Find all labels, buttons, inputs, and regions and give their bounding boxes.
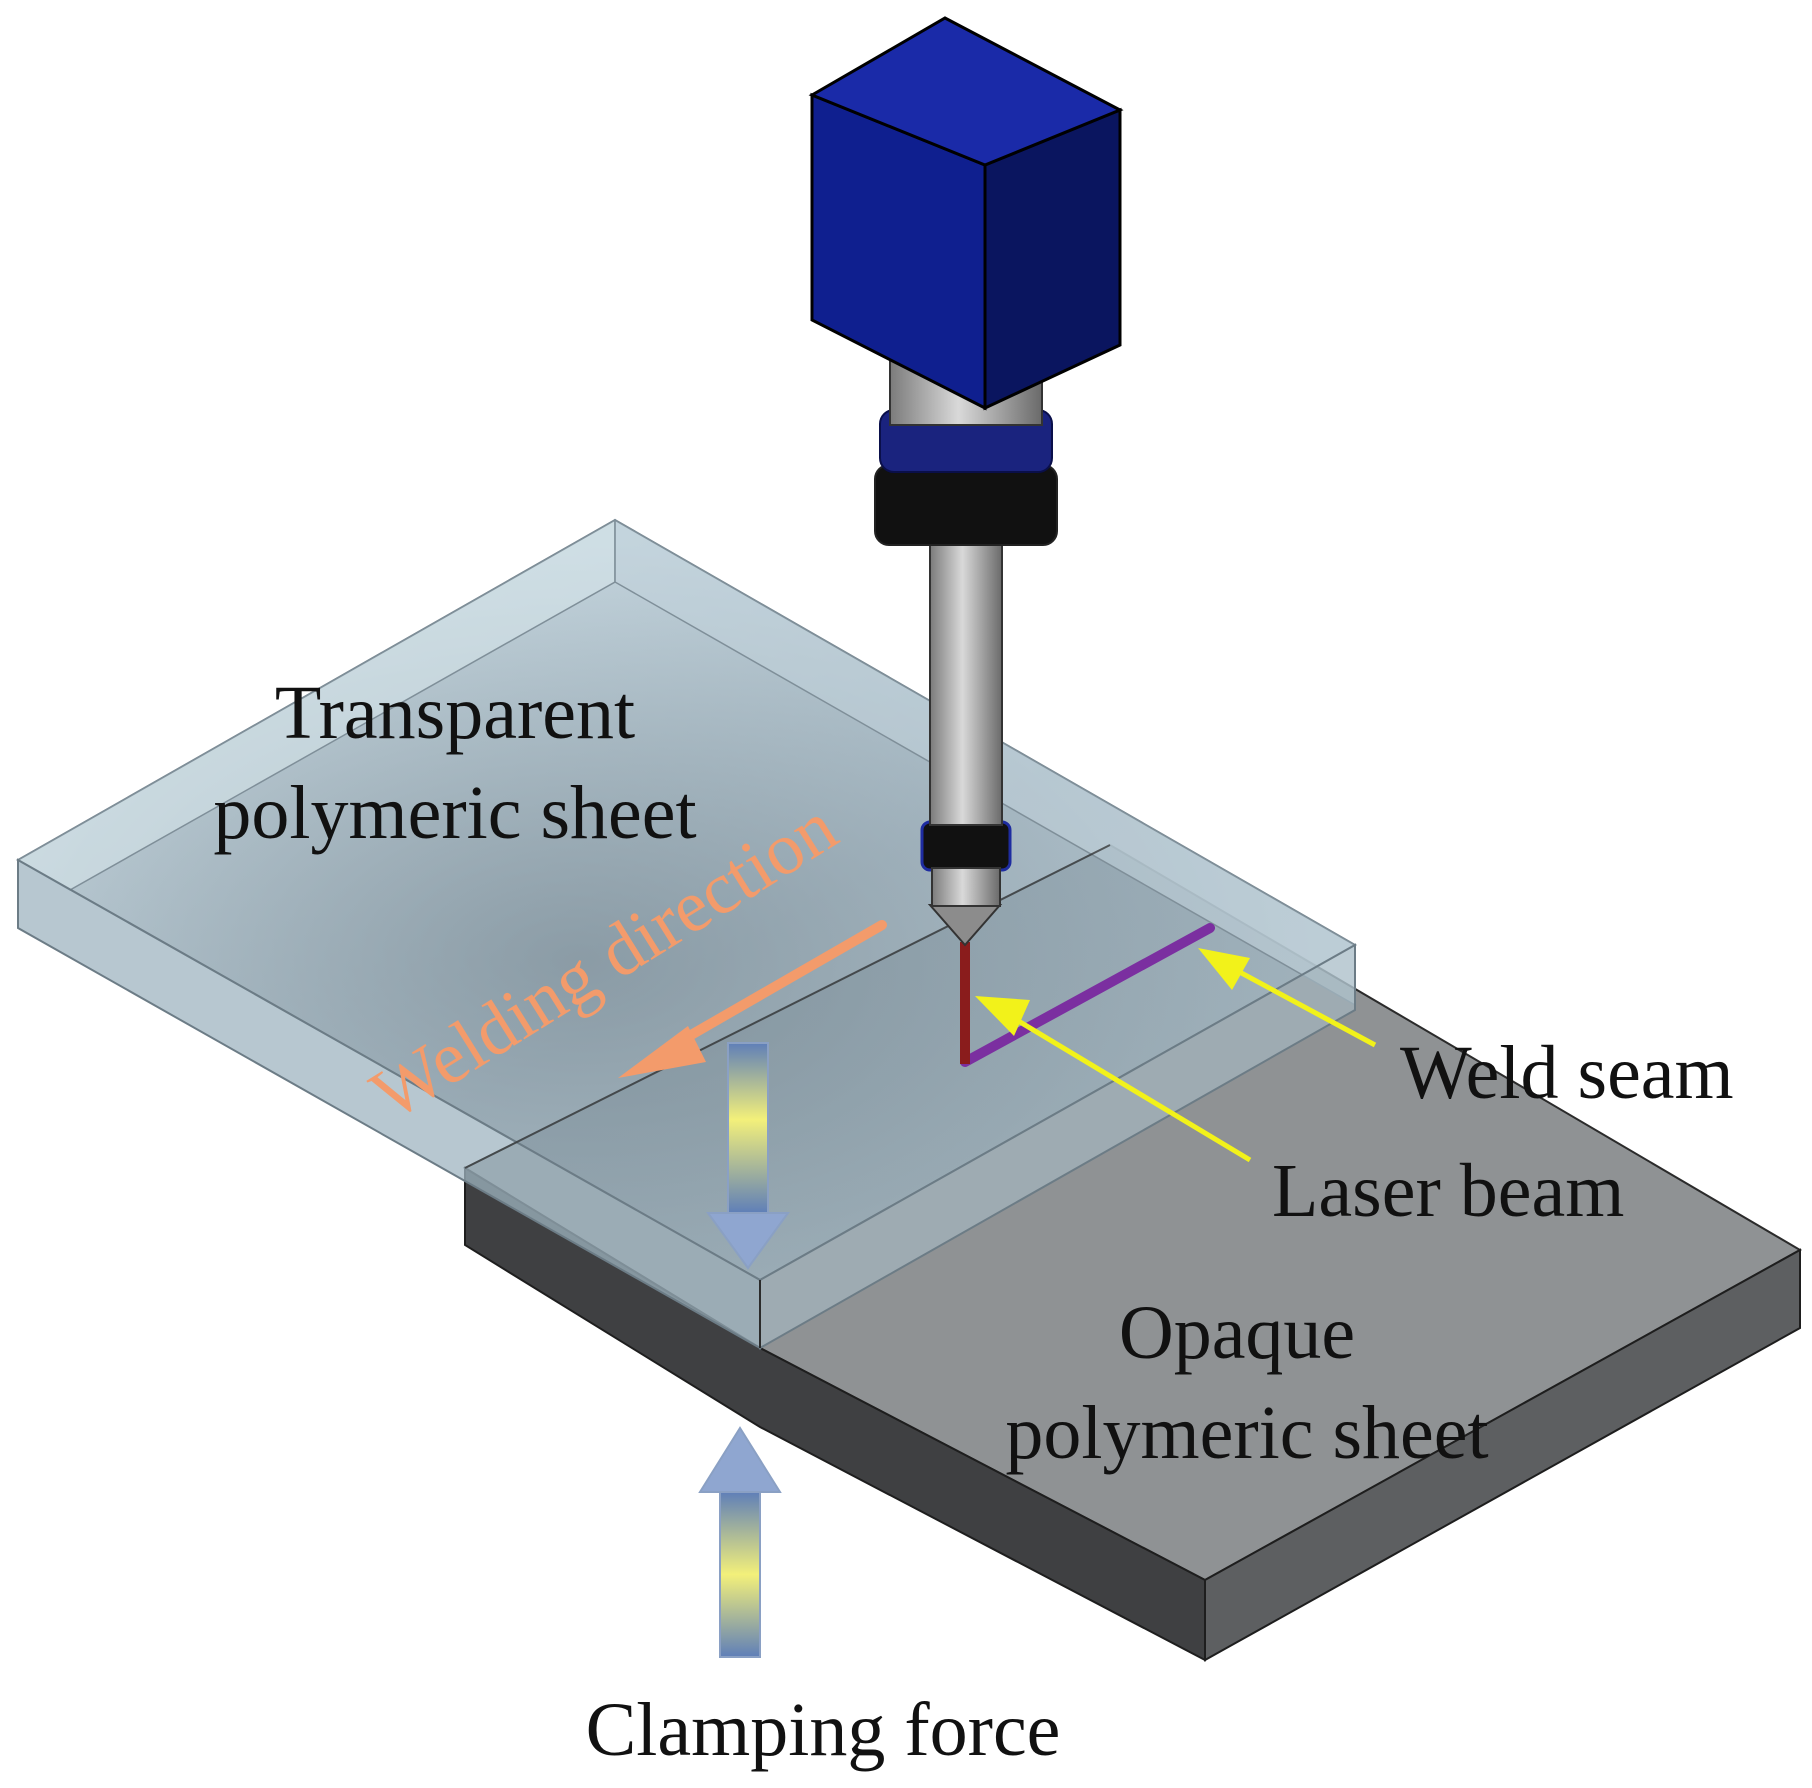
laser-head-icon xyxy=(808,16,1124,947)
opaque-sheet-side xyxy=(1204,1248,1801,1662)
weld-zone xyxy=(960,923,1215,1067)
clamping-force-label: Clamping force xyxy=(586,1688,1061,1772)
transparent-sheet-label-line1: Transparent xyxy=(275,671,635,755)
pointer-lines xyxy=(975,948,1377,1163)
welding-direction-arrow xyxy=(618,920,887,1078)
weld-seam-line xyxy=(960,923,1215,1067)
opaque-sheet-label-line1: Opaque xyxy=(1119,1291,1355,1375)
transparent-sheet-label-line2: polymeric sheet xyxy=(213,771,696,855)
weld-seam-label: Weld seam xyxy=(1400,1031,1734,1115)
down-arrow-icon xyxy=(706,1042,790,1270)
opaque-sheet-label-line2: polymeric sheet xyxy=(1005,1391,1488,1475)
up-arrow-icon xyxy=(698,1426,782,1658)
laser-beam-pointer xyxy=(998,1007,1252,1163)
laser-beam-label: Laser beam xyxy=(1272,1149,1624,1233)
